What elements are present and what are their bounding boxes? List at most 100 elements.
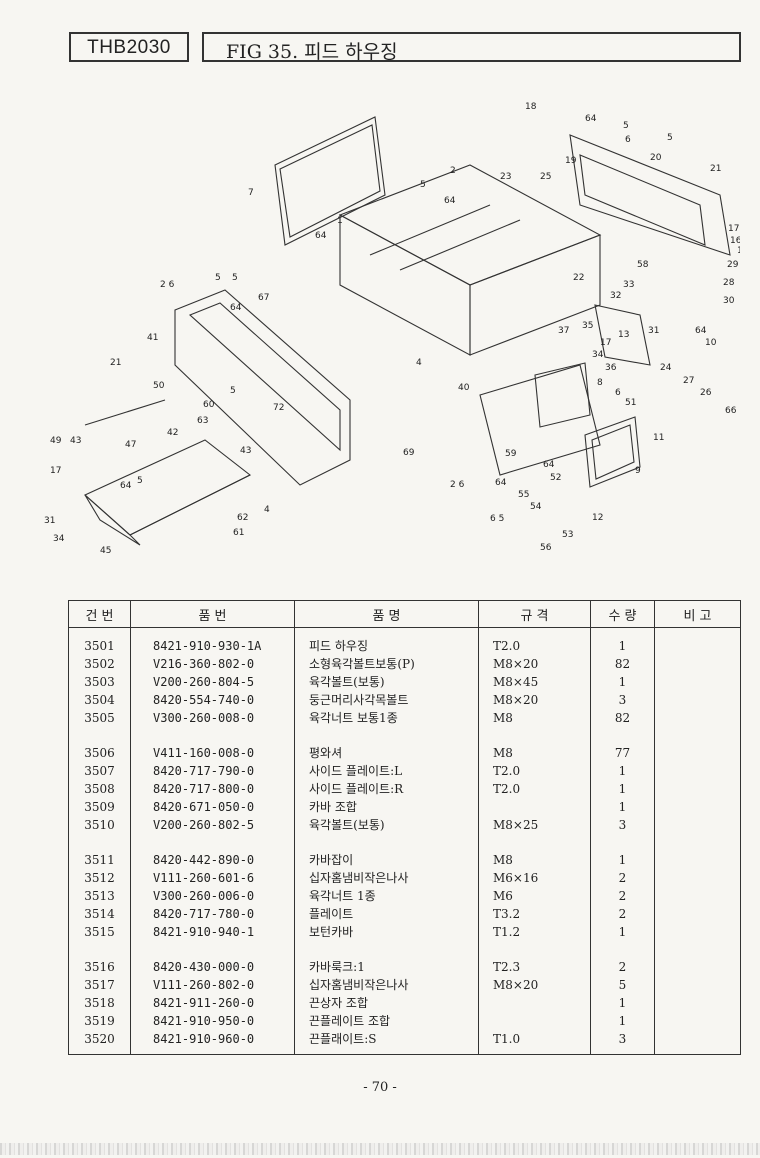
cell-qty: 77 — [590, 727, 655, 762]
callout: 34 — [53, 534, 65, 544]
callout: 7 — [248, 188, 254, 198]
cell-no: 3507 — [68, 762, 131, 780]
callout: 64 — [495, 478, 507, 488]
cell-qty: 5 — [590, 976, 655, 994]
cell-note — [654, 727, 741, 762]
cell-note — [654, 1012, 741, 1030]
cell-name: 카바잡이 — [294, 834, 479, 869]
callout: 51 — [625, 398, 636, 408]
callout: 49 — [50, 436, 62, 446]
cell-part: 8420-717-800-0 — [130, 780, 295, 798]
callout: 64 — [695, 326, 707, 336]
cell-part: V200-260-802-5 — [130, 816, 295, 834]
model-label-box: THB2030 — [69, 32, 189, 62]
cell-spec: T2.0 — [478, 627, 591, 655]
callout: 21 — [110, 358, 121, 368]
callout: 20 — [650, 153, 662, 163]
model-label: THB2030 — [87, 37, 171, 58]
callout: 17 — [600, 338, 611, 348]
callout: 31 — [44, 516, 55, 526]
callout: 60 — [203, 400, 215, 410]
callout: 17 — [728, 224, 739, 234]
cell-note — [654, 905, 741, 923]
cell-part: 8420-717-790-0 — [130, 762, 295, 780]
figure-title-box: FIG 35. 피드 하우징 — [202, 32, 741, 63]
callout: 55 — [518, 490, 529, 500]
cell-qty: 2 — [590, 887, 655, 905]
cell-spec: T1.0 — [478, 1030, 591, 1055]
callout: 43 — [240, 446, 251, 456]
callout: 67 — [258, 293, 269, 303]
callout: 9 — [635, 466, 641, 476]
callout: 47 — [125, 440, 136, 450]
cell-note — [654, 923, 741, 941]
cell-part: V111-260-601-6 — [130, 869, 295, 887]
callout: 21 — [710, 164, 721, 174]
cell-no: 3514 — [68, 905, 131, 923]
cell-name: 평와셔 — [294, 727, 479, 762]
callout: 2 6 — [160, 280, 175, 290]
callout: 72 — [273, 403, 284, 413]
cell-part: 8421-910-960-0 — [130, 1030, 295, 1055]
cell-spec: M8×45 — [478, 673, 591, 691]
cell-note — [654, 673, 741, 691]
callout: 6 5 — [490, 514, 504, 524]
cell-qty: 3 — [590, 691, 655, 709]
cell-part: V216-360-802-0 — [130, 655, 295, 673]
cell-note — [654, 798, 741, 816]
cell-part: V411-160-008-0 — [130, 727, 295, 762]
cell-note — [654, 762, 741, 780]
callout: 52 — [550, 473, 561, 483]
cell-part: 8421-910-930-1A — [130, 627, 295, 655]
cell-no: 3516 — [68, 941, 131, 976]
cell-note — [654, 627, 741, 655]
cell-name: 카바룩크:1 — [294, 941, 479, 976]
cell-spec: M8 — [478, 727, 591, 762]
cell-name: 카바 조합 — [294, 798, 479, 816]
cell-no: 3501 — [68, 627, 131, 655]
callout: 64 — [543, 460, 555, 470]
callout: 5 — [667, 133, 673, 143]
callout: 42 — [167, 428, 178, 438]
callout: 18 — [525, 102, 537, 112]
callout: 27 — [683, 376, 694, 386]
cell-no: 3506 — [68, 727, 131, 762]
cell-spec: T2.0 — [478, 780, 591, 798]
cell-qty: 1 — [590, 994, 655, 1012]
cell-no: 3518 — [68, 994, 131, 1012]
cell-spec: M8 — [478, 709, 591, 727]
callout: 33 — [623, 280, 634, 290]
cell-part: V200-260-804-5 — [130, 673, 295, 691]
callout: 66 — [725, 406, 737, 416]
callout-labels: 18 64 5 6 5 19 20 21 25 2 23 5 64 17 16 … — [44, 102, 748, 556]
cell-name: 사이드 플레이트:L — [294, 762, 479, 780]
callout: 63 — [197, 416, 208, 426]
callout: 25 — [540, 172, 551, 182]
cell-no: 3517 — [68, 976, 131, 994]
cell-part: V300-260-006-0 — [130, 887, 295, 905]
callout: 31 — [648, 326, 659, 336]
callout: 54 — [530, 502, 542, 512]
col-header-part-no: 품 번 — [130, 600, 295, 628]
callout: 5 — [623, 121, 629, 131]
cell-note — [654, 976, 741, 994]
callout: 64 — [120, 481, 132, 491]
col-header-item-no: 건 번 — [68, 600, 131, 628]
scan-edge — [0, 1143, 760, 1155]
callout: 30 — [723, 296, 735, 306]
callout: 12 — [592, 513, 603, 523]
cell-spec — [478, 798, 591, 816]
cell-name: 끈상자 조합 — [294, 994, 479, 1012]
callout: 26 — [700, 388, 712, 398]
callout: 6 — [625, 135, 631, 145]
callout: 64 — [585, 114, 597, 124]
cell-spec: T3.2 — [478, 905, 591, 923]
